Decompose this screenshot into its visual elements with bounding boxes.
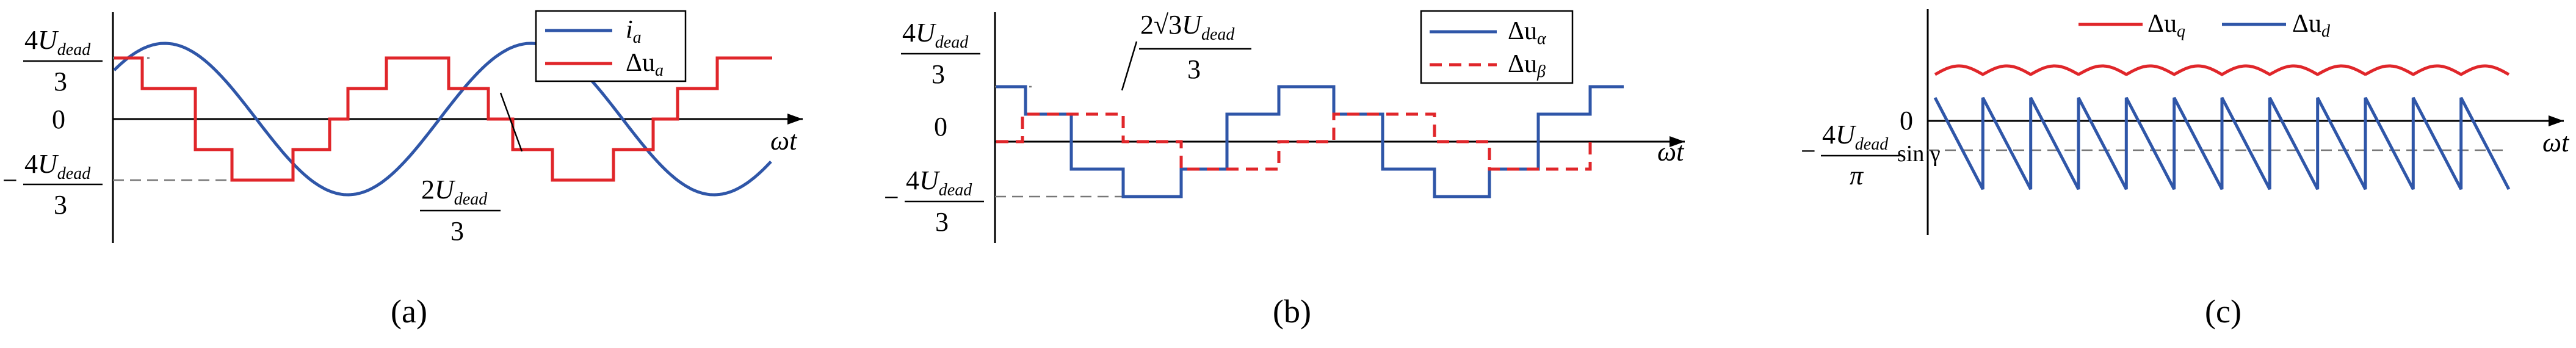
- svg-text:−: −: [1801, 136, 1816, 166]
- panel-c-x-label: ωt: [2542, 128, 2570, 158]
- panel-c: 0 − 4Udead π sin γ ωt Δuq Δud (c): [1801, 9, 2570, 330]
- panel-b-legend-label-beta: Δuβ: [1508, 50, 1546, 81]
- panel-b-legend-label-alpha: Δuα: [1508, 17, 1547, 48]
- svg-text:3: 3: [54, 190, 67, 220]
- svg-text:4Udead: 4Udead: [24, 149, 91, 183]
- panel-a-y-label-min: − 4Udead 3: [2, 149, 103, 220]
- svg-text:4Udead: 4Udead: [1822, 120, 1889, 154]
- panel-a-caption: (a): [391, 293, 427, 330]
- panel-b-x-label: ωt: [1657, 137, 1685, 167]
- panel-a-annotation: 2Udead 3: [420, 175, 501, 246]
- svg-text:4Udead: 4Udead: [24, 25, 91, 59]
- panel-c-y-label-mean: − 4Udead π sin γ: [1801, 120, 1941, 190]
- panel-b-y-label-min: − 4Udead 3: [884, 165, 984, 237]
- svg-text:3: 3: [1187, 54, 1201, 84]
- svg-text:2Udead: 2Udead: [421, 175, 488, 209]
- panel-b-caption: (b): [1273, 293, 1311, 330]
- panel-c-legend: Δuq Δud: [2079, 10, 2331, 41]
- panel-a-legend-label-ia: ia: [626, 16, 642, 47]
- panel-b: 4Udead 3 0 − 4Udead 3 2√3Udead 3 ωt Δuα …: [884, 10, 1685, 330]
- panel-a-y-label-zero: 0: [52, 104, 65, 134]
- panel-a-x-arrow: [787, 114, 803, 125]
- svg-text:4Udead: 4Udead: [902, 18, 969, 52]
- panel-b-du-beta-staircase: [996, 112, 1592, 171]
- panel-b-du-alpha-staircase: [996, 85, 1624, 198]
- panel-c-legend-label-d: Δud: [2292, 10, 2331, 41]
- panel-c-legend-label-q: Δuq: [2147, 10, 2185, 41]
- svg-text:4Udead: 4Udead: [906, 165, 972, 200]
- panel-a-legend-label-dua: Δua: [626, 49, 664, 80]
- panel-b-annotation-leader: [1121, 41, 1138, 91]
- panel-b-annotation: 2√3Udead 3: [1139, 10, 1251, 84]
- panel-a-ia-sine: [113, 42, 772, 197]
- svg-text:−: −: [2, 165, 18, 195]
- svg-text:2√3Udead: 2√3Udead: [1140, 10, 1235, 44]
- panel-b-y-label-zero: 0: [934, 112, 947, 142]
- panel-b-legend: Δuα Δuβ: [1420, 10, 1574, 84]
- panel-c-du-q-ripple: [1934, 64, 2510, 76]
- panel-a-legend: ia Δua: [535, 10, 687, 82]
- svg-text:π: π: [1850, 161, 1864, 190]
- svg-text:3: 3: [54, 67, 67, 96]
- panel-a: 4Udead 3 0 − 4Udead 3 2Udead 3 ωt ia Δua…: [2, 10, 803, 330]
- svg-text:3: 3: [935, 207, 949, 237]
- panel-a-y-label-max: 4Udead 3: [23, 25, 103, 96]
- panel-c-du-d-sawtooth: [1933, 96, 2511, 190]
- panel-b-y-label-max: 4Udead 3: [901, 18, 980, 89]
- panel-c-caption: (c): [2205, 293, 2241, 330]
- svg-text:sin γ: sin γ: [1897, 141, 1941, 167]
- svg-text:−: −: [884, 183, 899, 212]
- panel-c-x-arrow: [2549, 115, 2564, 126]
- panel-a-annotation-leader: [499, 92, 523, 152]
- svg-text:3: 3: [932, 59, 945, 89]
- panel-b-x-arrow: [1670, 136, 1685, 147]
- panel-a-x-label: ωt: [770, 126, 798, 156]
- panel-c-y-label-zero: 0: [1900, 106, 1913, 136]
- svg-text:3: 3: [450, 216, 464, 246]
- panel-a-dua-staircase: [114, 56, 772, 182]
